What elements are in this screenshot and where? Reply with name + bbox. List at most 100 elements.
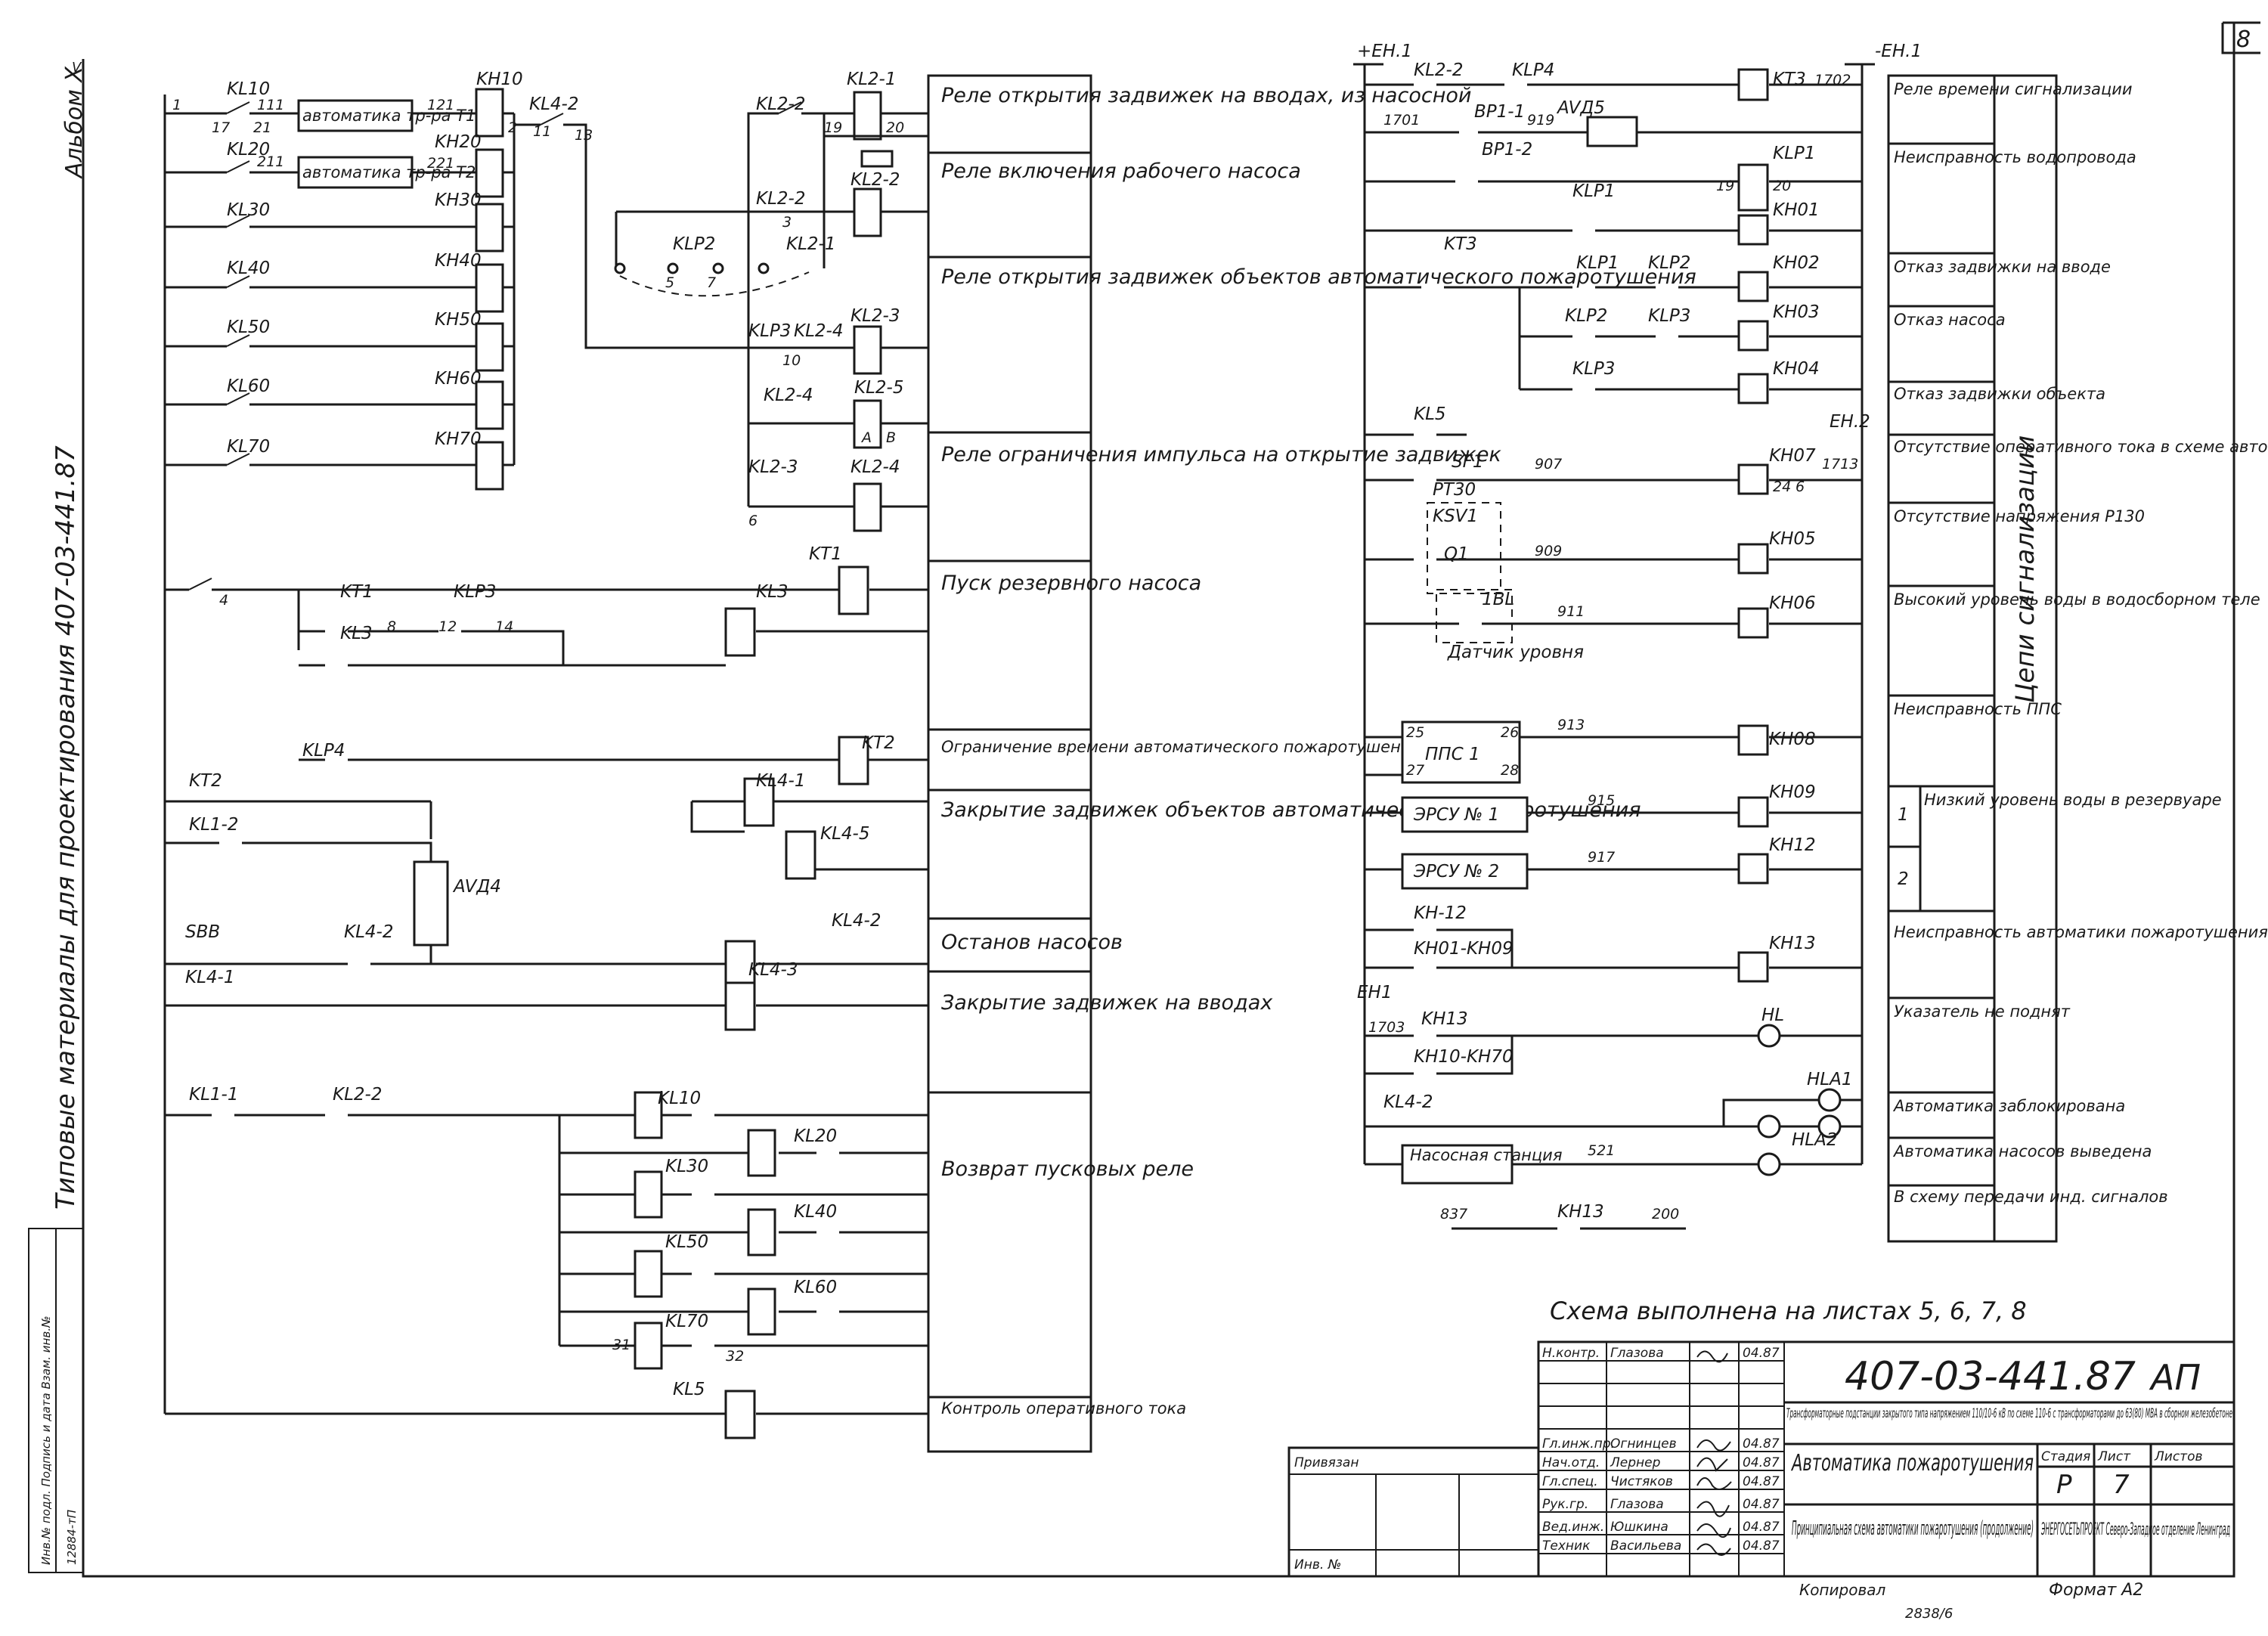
contact-label: PT30 bbox=[1433, 480, 1476, 500]
coil-label: KT1 bbox=[809, 544, 842, 564]
description-automation-fault: Неисправность автоматики пожаротушения bbox=[1894, 923, 2268, 941]
coil-label: KL3 bbox=[756, 582, 789, 602]
contact-label: KH01-KH09 bbox=[1414, 939, 1514, 959]
right-description-column: Реле времени сигнализации Неисправность … bbox=[1887, 74, 2268, 1243]
wire-number: 19 bbox=[824, 119, 842, 136]
description-pulse-limit: Реле ограничения импульса на открытие за… bbox=[941, 443, 1501, 466]
description-close-inlet-valves: Закрытие задвижек на вводах bbox=[941, 991, 1273, 1015]
wire-number: 913 bbox=[1557, 717, 1585, 733]
sheet-header: Лист bbox=[2097, 1449, 2131, 1464]
coil-label: KH07 bbox=[1769, 446, 1816, 466]
coil-label: KH20 bbox=[435, 132, 482, 152]
contact-label: KL2-2 bbox=[333, 1085, 382, 1105]
coil-label: KH02 bbox=[1773, 253, 1820, 273]
contact-label: KL70 bbox=[227, 437, 270, 457]
coil-label: KL2-3 bbox=[850, 306, 900, 326]
bus-label: EН1 bbox=[1357, 983, 1392, 1002]
coil-label: KLP1 bbox=[1773, 144, 1815, 163]
stage-header: Стадия bbox=[2041, 1449, 2090, 1464]
organization: ЭНЕРГОСЕТЬПРОЕКТ Северо-Западное отделен… bbox=[2041, 1520, 2230, 1539]
sheets-header: Листов bbox=[2154, 1449, 2203, 1464]
coil-label: KL4-1 bbox=[756, 771, 805, 791]
person-name: Лернер bbox=[1610, 1455, 1661, 1470]
bus-label: EН.2 bbox=[1830, 412, 1870, 432]
contact-label: KL1-1 bbox=[189, 1085, 238, 1105]
coil-label: KH10 bbox=[476, 70, 523, 89]
coil-label: KL4-3 bbox=[748, 960, 798, 980]
wire-number: 24 bbox=[1773, 479, 1791, 495]
date: 04.87 bbox=[1743, 1538, 1780, 1554]
box-label: ЭРСУ № 1 bbox=[1413, 805, 1499, 825]
contact-label: KLP3 bbox=[748, 321, 791, 341]
date: 04.87 bbox=[1743, 1455, 1780, 1470]
role: Рук.гр. bbox=[1542, 1497, 1588, 1512]
description-blocked: Автоматика заблокирована bbox=[1892, 1097, 2125, 1115]
coil-label: KH09 bbox=[1769, 782, 1816, 802]
side-stamp-code: 12884-тП bbox=[65, 1510, 79, 1565]
inv-label: Инв. № bbox=[1294, 1557, 1341, 1572]
signature bbox=[1696, 1350, 1732, 1556]
box-label: ППС 1 bbox=[1425, 745, 1480, 764]
doc-number: 407-03-441.87 bbox=[1845, 1354, 2136, 1399]
wire-number: 32 bbox=[726, 1348, 744, 1365]
coil-label: KH70 bbox=[435, 429, 482, 449]
wire-number: 28 bbox=[1501, 762, 1519, 779]
box-label: автоматика тр-ра Т1 bbox=[302, 107, 476, 125]
album-label: Альбом X bbox=[61, 66, 88, 179]
contact-label: BP1-2 bbox=[1482, 140, 1532, 160]
contact-label: 1BL bbox=[1482, 590, 1514, 609]
contact-label: KLP1 bbox=[1572, 181, 1615, 201]
contact-label: KL4-2 bbox=[1383, 1092, 1433, 1112]
box-label: Насосная станция bbox=[1410, 1146, 1562, 1164]
coil-label: KL5 bbox=[673, 1380, 705, 1399]
date: 04.87 bbox=[1743, 1436, 1780, 1452]
coil-label: KH04 bbox=[1773, 359, 1820, 379]
wire-number: 12 bbox=[438, 618, 457, 635]
sensor-label: Датчик уровня bbox=[1447, 643, 1584, 662]
coil-label: KH03 bbox=[1773, 302, 1820, 322]
contact-label: KL2-3 bbox=[748, 457, 798, 477]
sheet-frame: 8 bbox=[82, 21, 2260, 1578]
coil-label: KT3 bbox=[1773, 70, 1806, 89]
diode-label: AVД5 bbox=[1556, 98, 1605, 118]
contact-label: KL3 bbox=[340, 624, 373, 643]
contact-label: KSV1 bbox=[1433, 507, 1478, 526]
side-title: Типовые материалы для проектирования 407… bbox=[51, 445, 81, 1210]
contact-label: KL4-2 bbox=[344, 922, 393, 942]
wire-number: 919 bbox=[1527, 112, 1554, 129]
wire-number: 11 bbox=[533, 123, 551, 140]
person-name: Васильева bbox=[1610, 1538, 1681, 1554]
contact-label: KLP2 bbox=[1565, 306, 1607, 326]
wire-number: 3 bbox=[782, 214, 792, 231]
contact-label: KLP2 bbox=[1648, 253, 1690, 273]
person-name: Огнинцев bbox=[1610, 1436, 1677, 1452]
contact-label: KL40 bbox=[227, 259, 270, 278]
sheet-note: Схема выполнена на листах 5, 6, 7, 8 bbox=[1550, 1297, 2027, 1325]
description-signal-timer: Реле времени сигнализации bbox=[1894, 80, 2133, 98]
wire-number: 8 bbox=[387, 618, 396, 635]
contact-label: KLP3 bbox=[1648, 306, 1690, 326]
description-open-valves: Реле открытия задвижек на вводах, из нас… bbox=[941, 84, 1471, 107]
box-label: ЭРСУ № 2 bbox=[1413, 862, 1499, 882]
wire-number: 21 bbox=[253, 119, 271, 136]
contact-label: KLP1 bbox=[1576, 253, 1619, 273]
description-no-current: Отсутствие оперативного тока в схеме авт… bbox=[1894, 438, 2268, 456]
coil-label: KL2-5 bbox=[854, 378, 903, 398]
wire-number: 27 bbox=[1406, 762, 1424, 779]
description-control-current: Контроль оперативного тока bbox=[941, 1399, 1186, 1418]
wire-number: 10 bbox=[782, 352, 801, 369]
contact-label: KL2-4 bbox=[764, 386, 813, 405]
description-high-level: Высокий уровень воды в водосборном теле bbox=[1894, 590, 2260, 609]
coil-label: KL40 bbox=[794, 1202, 837, 1222]
wire-number: 221 bbox=[427, 155, 454, 172]
wire-number: 121 bbox=[427, 97, 454, 113]
contact-label: KH13 bbox=[1421, 1009, 1468, 1029]
description-low-level: Низкий уровень воды в резервуаре bbox=[1924, 791, 2222, 809]
role: Гл.инж.пр. bbox=[1542, 1436, 1615, 1452]
bound-label: Привязан bbox=[1294, 1455, 1359, 1470]
wire-number: 4 bbox=[219, 592, 228, 609]
description-withdrawn: Автоматика насосов выведена bbox=[1892, 1142, 2152, 1160]
role: Гл.спец. bbox=[1542, 1474, 1598, 1489]
contact-label: KH-12 bbox=[1414, 903, 1467, 923]
